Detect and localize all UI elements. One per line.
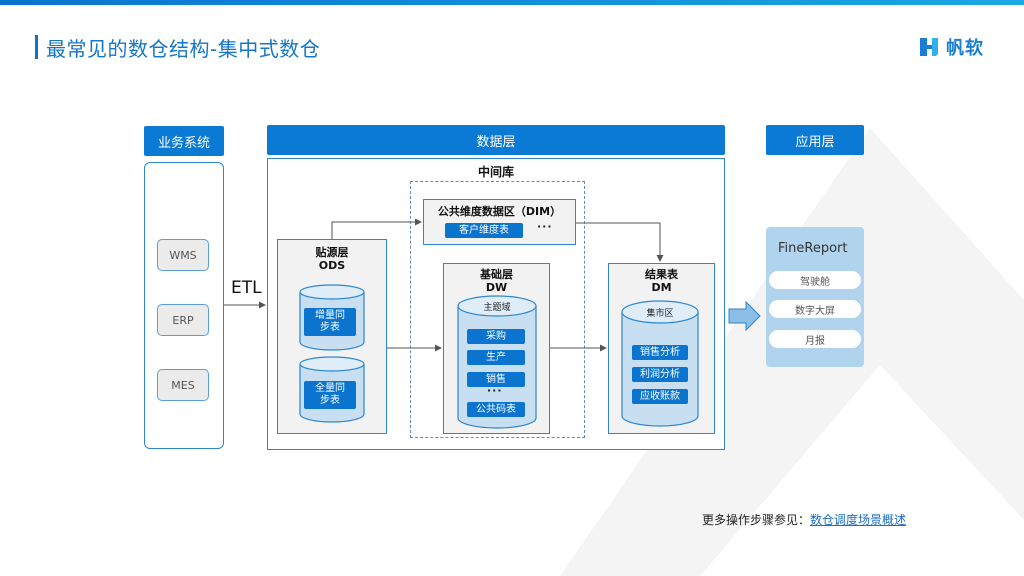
dw-chip-common-codes: 公共码表 bbox=[467, 402, 525, 417]
brand-logo: 帆软 bbox=[918, 34, 984, 60]
finereport-title: FineReport bbox=[778, 241, 848, 256]
business-system-header: 业务系统 bbox=[144, 126, 224, 156]
dm-cylinder bbox=[621, 300, 699, 427]
system-wms-label: WMS bbox=[169, 248, 197, 262]
dw-chip-production: 生产 bbox=[467, 350, 525, 365]
middle-db-title: 中间库 bbox=[477, 165, 514, 179]
bg-shape-cut bbox=[700, 365, 1024, 576]
ods-chip-incremental: 增量同步表 bbox=[304, 308, 356, 336]
dm-title: 结果表 bbox=[645, 268, 678, 281]
data-to-app-block-arrow bbox=[728, 300, 761, 332]
fanruan-logo-icon bbox=[920, 38, 938, 56]
page-title-text: 最常见的数仓结构-集中式数仓 bbox=[46, 36, 321, 61]
system-mes-label: MES bbox=[171, 378, 195, 392]
app-layer-header-label: 应用层 bbox=[795, 134, 835, 150]
business-system-header-label: 业务系统 bbox=[157, 135, 210, 151]
ods-chip-full: 全量同步表 bbox=[304, 381, 356, 409]
top-accent-bar bbox=[0, 0, 1024, 5]
logo-text: 帆软 bbox=[946, 38, 984, 59]
etl-label: ETL bbox=[231, 278, 262, 298]
dm-subtitle: DM bbox=[651, 281, 672, 294]
dim-chip-customer: 客户维度表 bbox=[445, 223, 523, 238]
footer-link[interactable]: 数仓调度场景概述 bbox=[810, 513, 907, 527]
footer-note: 更多操作步骤参见：数仓调度场景概述 bbox=[702, 511, 906, 528]
footer-prefix: 更多操作步骤参见： bbox=[702, 513, 811, 527]
data-layer-header-label: 数据层 bbox=[476, 134, 516, 150]
data-layer-header: 数据层 bbox=[267, 125, 725, 155]
dw-chip-sales: 销售 bbox=[467, 372, 525, 387]
dw-cylinder-label: 主题域 bbox=[483, 303, 511, 313]
finereport-card: FineReport 驾驶舱 数字大屏 月报 bbox=[766, 227, 864, 367]
app-layer-header: 应用层 bbox=[766, 125, 864, 155]
dim-area: 公共维度数据区（DIM） 客户维度表 ··· bbox=[423, 199, 576, 245]
dm-chip-sales-analysis: 销售分析 bbox=[632, 345, 688, 360]
dw-chip-purchase: 采购 bbox=[467, 329, 525, 344]
ods-chip-incremental-line2: 步表 bbox=[320, 322, 340, 333]
dim-title: 公共维度数据区（DIM） bbox=[437, 205, 562, 218]
page-title: 最常见的数仓结构-集中式数仓 bbox=[35, 34, 321, 61]
ods-chip-full-line2: 步表 bbox=[320, 395, 340, 406]
dw-subtitle: DW bbox=[485, 281, 508, 294]
ods-title: 贴源层 bbox=[315, 246, 349, 259]
system-mes: MES bbox=[157, 369, 209, 401]
dw-title: 基础层 bbox=[480, 268, 513, 281]
app-item-cockpit: 驾驶舱 bbox=[769, 271, 861, 289]
title-accent-bar bbox=[35, 35, 38, 59]
system-erp-label: ERP bbox=[172, 313, 194, 327]
app-item-monthly-report: 月报 bbox=[769, 330, 861, 348]
ods-chip-full-line1: 全量同 bbox=[315, 383, 345, 394]
dim-more: ··· bbox=[537, 220, 553, 233]
dm-chip-receivables: 应收账款 bbox=[632, 389, 688, 404]
system-wms: WMS bbox=[157, 239, 209, 271]
system-erp: ERP bbox=[157, 304, 209, 336]
ods-subtitle: ODS bbox=[318, 259, 346, 272]
app-item-big-screen: 数字大屏 bbox=[769, 300, 861, 318]
dm-cylinder-label: 集市区 bbox=[646, 309, 674, 319]
dw-more: ··· bbox=[487, 384, 503, 397]
dm-chip-profit-analysis: 利润分析 bbox=[632, 367, 688, 382]
ods-chip-incremental-line1: 增量同 bbox=[315, 310, 345, 321]
middle-db-dashed-region bbox=[410, 181, 585, 438]
